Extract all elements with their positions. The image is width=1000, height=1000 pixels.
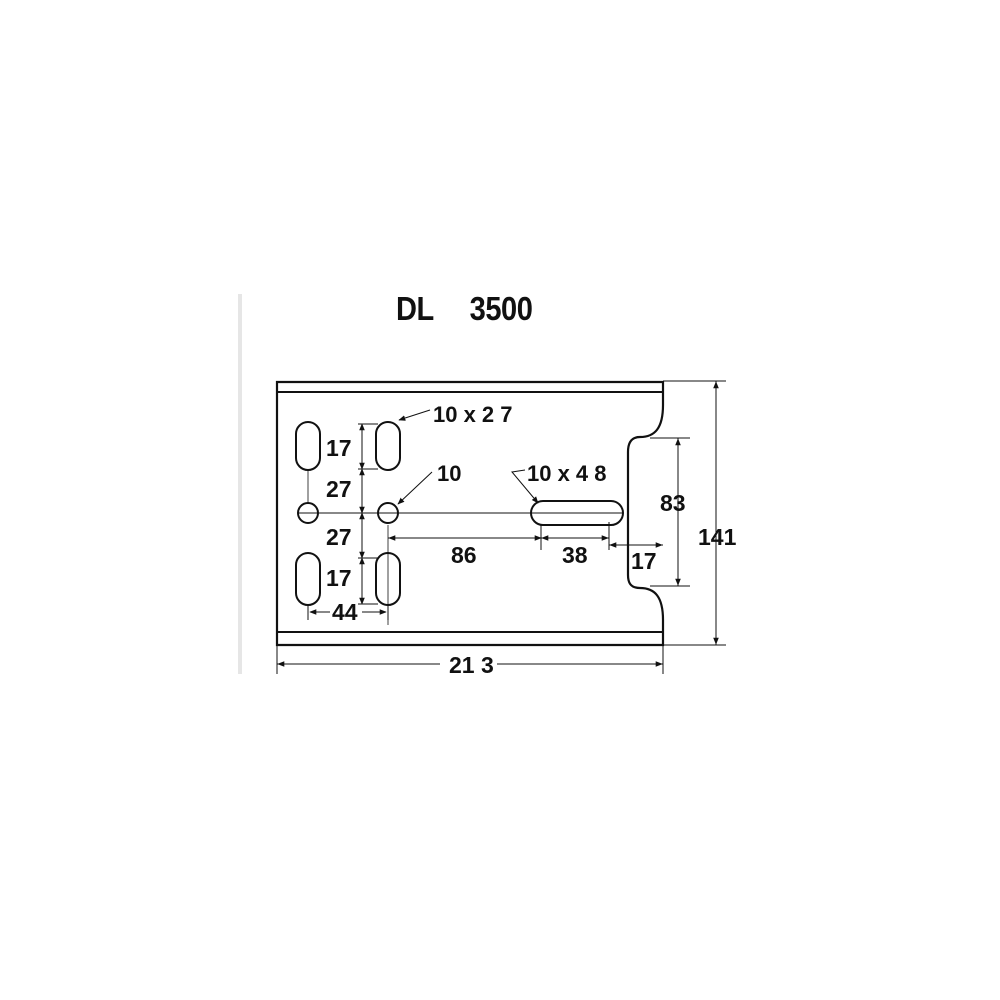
- dim-label-pitch-lower: 27: [326, 524, 352, 550]
- dim-label-notch-depth: 17: [631, 548, 657, 574]
- slot-left-top: [295, 421, 321, 471]
- leader-slot-long: [511, 469, 539, 504]
- dim-overall-width: [276, 645, 664, 674]
- dim-column-spacing: [307, 605, 389, 620]
- dim-label-slot-length: 38: [562, 542, 588, 568]
- slot-right-top: [375, 421, 401, 471]
- dim-label-overall-width: 21 3: [449, 652, 494, 678]
- callout-slot-long: 10 x 4 8: [527, 461, 607, 486]
- dim-notch-height: [650, 437, 690, 587]
- dim-chain-vertical: [358, 423, 378, 605]
- dim-label-overall-height: 141: [698, 524, 737, 550]
- dim-label-notch-height: 83: [660, 490, 686, 516]
- title-model: DL: [396, 290, 434, 327]
- dim-label-pitch-upper: 27: [326, 476, 352, 502]
- plate-outline: [275, 380, 665, 647]
- side-rule: [238, 294, 242, 674]
- slot-left-bottom: [295, 552, 321, 606]
- callout-hole: 10: [437, 461, 461, 486]
- dim-label-to-slot: 86: [451, 542, 477, 568]
- callout-slot-small: 10 x 2 7: [433, 402, 513, 427]
- dim-label-column-spacing: 44: [332, 599, 358, 625]
- leader-hole: [397, 471, 433, 505]
- leader-slot-small: [398, 409, 431, 421]
- page-title: DL 3500: [396, 290, 533, 340]
- title-number: 3500: [469, 290, 533, 327]
- dim-label-slot-top: 17: [326, 435, 352, 461]
- dim-overall-height: [663, 380, 726, 646]
- dim-label-slot-bottom: 17: [326, 565, 352, 591]
